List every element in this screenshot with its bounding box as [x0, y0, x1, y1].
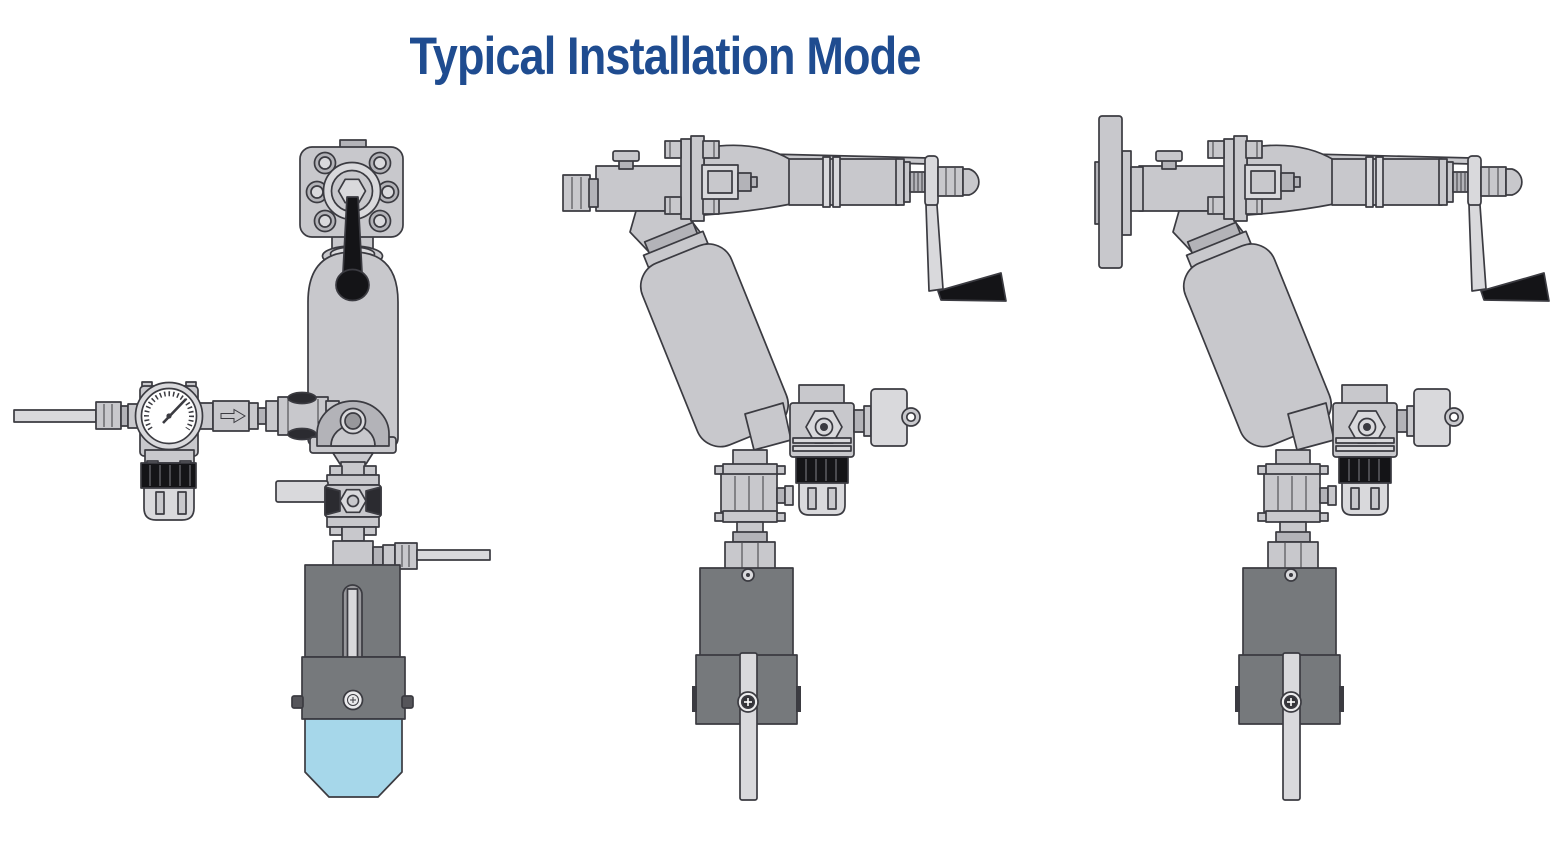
pressure-gauge: [134, 381, 204, 451]
clamp-screw-left: [291, 695, 304, 709]
gauge-regulator: [134, 381, 204, 521]
sample-bottle: [304, 718, 403, 798]
bottle-holder: [291, 564, 414, 720]
side-view-core: [1138, 135, 1550, 801]
side-view-core: [595, 135, 1007, 801]
purge-rod: [416, 549, 491, 561]
check-valve: [198, 400, 259, 432]
inlet-hex-plug: [562, 174, 599, 212]
inlet-tube: [13, 401, 142, 430]
clamp-screw-right: [401, 695, 414, 709]
valve-handle: [275, 480, 329, 503]
flow-arrow-icon: [220, 408, 246, 424]
side-view-assembly-threaded: [562, 135, 1007, 801]
outlet-ball-valve: [275, 461, 382, 542]
inlet-flange: [1094, 115, 1144, 269]
gauge-ticks: [144, 391, 194, 431]
front-view-assembly: [13, 139, 491, 798]
operating-handle: [335, 196, 370, 302]
side-view-assembly-flanged: [1094, 115, 1550, 801]
page-title: Typical Installation Mode: [409, 27, 921, 86]
gauge-needle: [162, 398, 187, 424]
side-port-arch: [316, 400, 390, 447]
